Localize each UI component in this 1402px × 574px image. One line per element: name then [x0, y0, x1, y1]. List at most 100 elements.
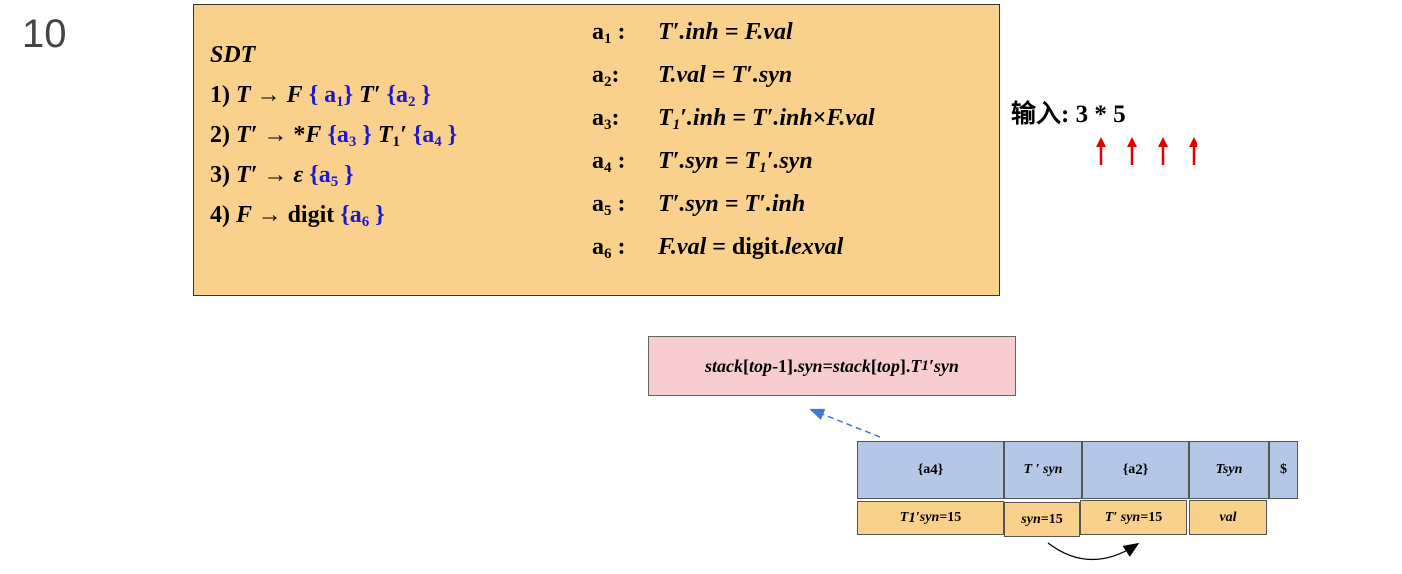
action-index: 3: [604, 117, 612, 133]
text-part: digit: [287, 202, 335, 228]
text-part: T: [658, 105, 673, 131]
input-pointer-arrow: [1096, 137, 1106, 165]
text-part: *: [293, 122, 306, 148]
action-index: 4: [604, 160, 612, 176]
text-part: T′: [353, 82, 381, 108]
production-arrow: →: [256, 82, 287, 108]
production-number: 4): [210, 202, 236, 228]
production-number: 2): [210, 122, 236, 148]
action-index: 6: [604, 246, 612, 262]
text-part: T′.syn = T: [658, 148, 760, 174]
production-3: 3) T′ → ε {a5 }: [210, 155, 457, 195]
production-lhs: T′: [236, 122, 264, 148]
text-part: [: [743, 355, 750, 376]
production-arrow: →: [263, 122, 294, 148]
stack-attr-syn: syn=15: [1004, 502, 1080, 537]
text-part: 1: [672, 117, 681, 133]
text-part: ′.syn: [766, 148, 813, 174]
text-part: T′ syn: [1104, 509, 1141, 525]
text-part: }: [937, 462, 944, 477]
text-part: }: [343, 82, 354, 108]
semantic-action-1: a1 : T′.inh = F.val: [592, 11, 875, 54]
stack-attr-tprime-syn: T′ syn=15: [1080, 500, 1187, 535]
text-part: 1: [921, 357, 929, 374]
text-part: F.val: [826, 105, 875, 131]
production-4: 4) F → digit {a6 }: [210, 195, 457, 235]
text-part: =15: [1040, 511, 1063, 527]
action-letter: a: [592, 105, 604, 131]
input-pointer-arrow: [1189, 137, 1197, 165]
action-colon: :: [611, 62, 620, 88]
action-index: 5: [604, 203, 612, 219]
text-part: val: [1219, 509, 1237, 525]
input-pointers: [1096, 137, 1197, 165]
text-part: Tsyn: [1215, 462, 1243, 477]
text-part: {a: [1122, 462, 1136, 477]
text-part: }: [415, 82, 431, 108]
action-label: a3:: [592, 97, 658, 147]
sdt-productions: SDT 1) T → F { a1} T′ {a2 }2) T′ → *F {a…: [210, 35, 457, 235]
slide-number: 10: [22, 12, 67, 56]
text-part: 1: [908, 509, 916, 526]
action-colon: :: [611, 105, 620, 131]
action-index: 2: [604, 74, 612, 90]
text-part: ε: [293, 162, 304, 188]
text-part: top: [749, 355, 773, 376]
curved-arrow: [1047, 542, 1140, 561]
action-letter: a: [592, 19, 604, 45]
action-colon: :: [611, 148, 626, 174]
production-number: 1): [210, 82, 236, 108]
action-index: 1: [604, 31, 612, 47]
text-part: {a: [321, 122, 349, 148]
text-part: }: [338, 162, 354, 188]
action-letter: a: [592, 191, 604, 217]
production-arrow: →: [257, 202, 288, 228]
input-text: 3 * 5: [1075, 101, 1126, 128]
text-part: }: [441, 122, 458, 148]
text-part: = digit.: [706, 234, 785, 260]
dashed-arrow: [809, 408, 881, 438]
text-part: {a: [303, 162, 331, 188]
text-part: }: [1142, 462, 1149, 477]
text-part: 1: [759, 160, 767, 176]
production-lhs: T: [236, 82, 257, 108]
text-part: stack: [832, 355, 871, 376]
text-part: F: [305, 122, 322, 148]
text-part: ′: [400, 122, 407, 148]
text-part: ′.inh = T′.inh: [680, 105, 813, 131]
semantic-action-3: a3:T1′.inh = T′.inh×F.val: [592, 97, 875, 140]
text-part: F.val: [658, 234, 707, 260]
text-part: T ′ syn: [1023, 462, 1063, 477]
text-part: }: [356, 122, 372, 148]
action-label: a5 :: [592, 183, 658, 233]
text-part: { a: [302, 82, 337, 108]
production-number: 3): [210, 162, 236, 188]
text-part: =15: [939, 510, 962, 525]
text-part: -1].: [772, 355, 798, 376]
text-part: {a: [334, 202, 362, 228]
semantic-action-6: a6 :F.val = digit.lexval: [592, 226, 875, 269]
stack-cell-tsyn: Tsyn: [1189, 441, 1269, 499]
stack-cell-dollar: $: [1269, 441, 1298, 499]
text-part: =15: [1140, 509, 1163, 525]
text-part: 3: [348, 134, 357, 150]
text-part: 4: [930, 461, 938, 478]
stack-cell-tprime-syn: T ′ syn: [1004, 441, 1082, 499]
action-label: a1 :: [592, 11, 658, 61]
text-part: {a: [380, 82, 409, 108]
action-letter: a: [592, 234, 604, 260]
action-label: a4 :: [592, 140, 658, 190]
input-pointer-arrow: [1158, 137, 1168, 165]
text-part: [: [870, 355, 877, 376]
text-part: ′syn: [915, 510, 940, 525]
action-colon: :: [611, 19, 626, 45]
text-part: 1: [336, 94, 344, 110]
text-part: T′.inh = F.val: [658, 19, 793, 45]
input-pointer-arrow: [1127, 137, 1137, 165]
sdt-box: SDT 1) T → F { a1} T′ {a2 }2) T′ → *F {a…: [193, 4, 1000, 296]
semantic-action-5: a5 :T′.syn = T′.inh: [592, 183, 875, 226]
input-label: 输入:: [1011, 101, 1070, 128]
